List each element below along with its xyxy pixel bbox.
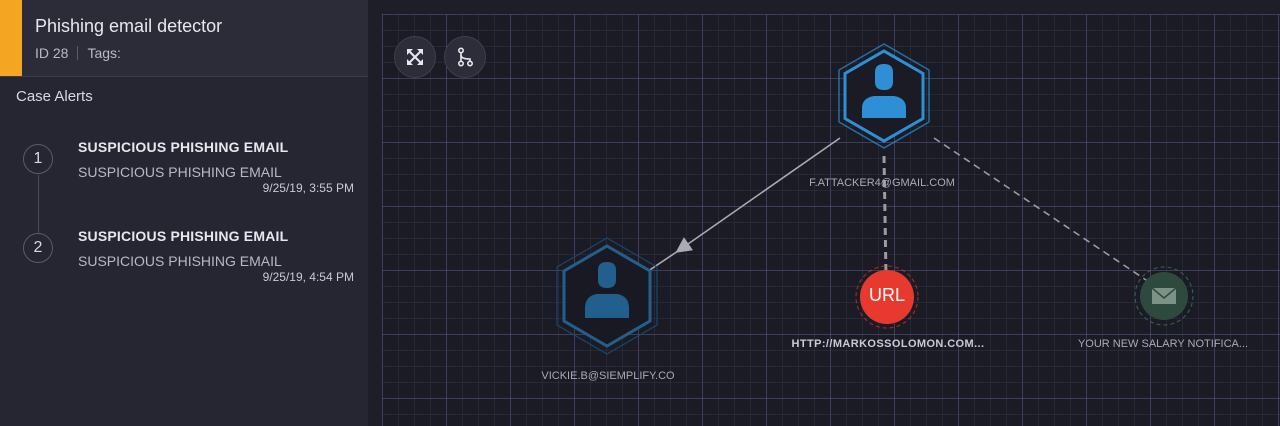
entity-graph-canvas[interactable]: URL F.ATTACKER4@GMAIL.COM VICKIE.B@SIEMP…	[382, 14, 1280, 426]
url-node-label: HTTP://MARKOSSOLOMON.COM...	[791, 338, 985, 350]
alert-number-badge: 1	[23, 144, 53, 174]
graph-edges-and-nodes	[556, 43, 1194, 355]
alert-subtitle: SUSPICIOUS PHISHING EMAIL	[78, 253, 282, 269]
priority-accent-bar	[0, 0, 22, 76]
alert-timestamp: 9/25/19, 4:54 PM	[262, 270, 354, 284]
edge-attacker-to-email	[933, 137, 1153, 285]
edge-attacker-to-victim	[675, 137, 841, 253]
attacker-node-label: F.ATTACKER4@GMAIL.COM	[809, 177, 955, 189]
attacker-node	[838, 43, 930, 149]
alert-title: SUSPICIOUS PHISHING EMAIL	[78, 139, 289, 155]
user-icon	[862, 64, 906, 118]
case-meta: ID 28 Tags:	[35, 45, 121, 61]
expand-arrows-icon	[407, 49, 423, 65]
case-alerts-heading: Case Alerts	[16, 88, 93, 105]
alert-number-badge: 2	[23, 233, 53, 263]
tree-layout-button[interactable]	[444, 36, 486, 78]
email-node-label: YOUR NEW SALARY NOTIFICA...	[1077, 338, 1249, 350]
url-badge-text: URL	[868, 285, 905, 305]
email-node	[1134, 266, 1194, 326]
envelope-icon	[1151, 287, 1177, 304]
url-node	[855, 265, 919, 329]
alerts-timeline-line	[38, 175, 39, 245]
case-tags-label: Tags:	[87, 45, 121, 61]
alert-subtitle: SUSPICIOUS PHISHING EMAIL	[78, 164, 282, 180]
victim-node	[556, 237, 658, 355]
case-id: ID 28	[35, 45, 69, 61]
user-icon	[585, 262, 629, 318]
tree-hierarchy-icon	[457, 47, 474, 67]
edge-attacker-to-url	[882, 155, 888, 277]
victim-node-label: VICKIE.B@SIEMPLIFY.CO	[541, 370, 675, 382]
expand-view-button[interactable]	[394, 36, 436, 78]
case-sidebar: Phishing email detector ID 28 Tags: Case…	[0, 0, 368, 426]
alert-title: SUSPICIOUS PHISHING EMAIL	[78, 228, 289, 244]
case-title: Phishing email detector	[35, 16, 223, 36]
case-header[interactable]: Phishing email detector ID 28 Tags:	[0, 0, 368, 77]
alert-timestamp: 9/25/19, 3:55 PM	[262, 181, 354, 195]
meta-divider	[77, 46, 79, 60]
